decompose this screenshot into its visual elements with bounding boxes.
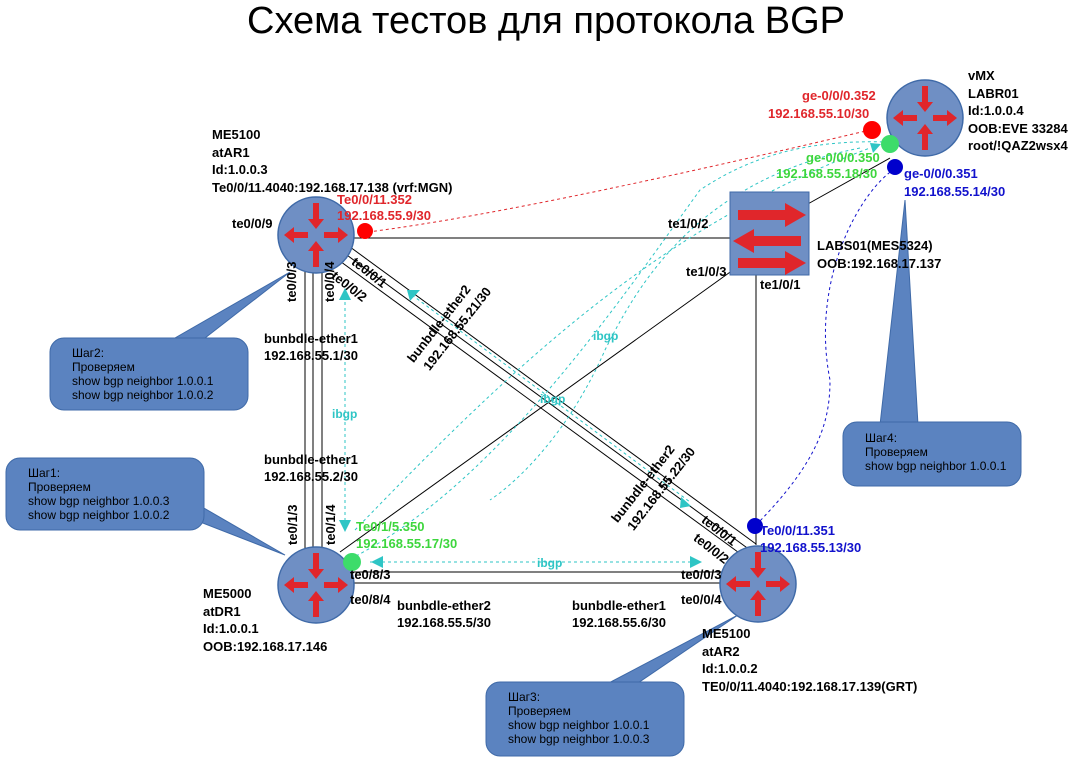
callout-step4 [842, 199, 1022, 487]
port-label: te0/0/4 [681, 592, 722, 607]
callout-step2-text: Шаг2: Проверяем show bgp neighbor 1.0.0.… [72, 346, 214, 402]
port-label: te1/0/2 [668, 216, 709, 231]
callout-step4-text: Шаг4: Проверяем show bgp neighbor 1.0.0.… [865, 431, 1007, 473]
router-atdr1 [277, 546, 355, 624]
port-label: te1/0/3 [686, 264, 727, 279]
port-label: te1/0/1 [760, 277, 801, 292]
callout-step1-text: Шаг1: Проверяем show bgp neighbor 1.0.0.… [28, 466, 170, 522]
link-label: bunbdle-ether1 [264, 452, 358, 467]
callout-step3 [485, 614, 739, 757]
port-ip-label: 192.168.55.13/30 [760, 540, 862, 555]
device-label-atar1: ME5100 atAR1 Id:1.0.0.3 Te0/0/11.4040:19… [212, 127, 453, 195]
router-arrow-icon [750, 552, 766, 578]
port-dot-vmx-351 [887, 159, 903, 175]
ibgp-arrowheads [339, 143, 881, 568]
routers [277, 79, 964, 624]
device-label-atdr1: ME5000 atDR1 Id:1.0.0.1 OOB:192.168.17.1… [203, 586, 328, 654]
router-arrow-icon [308, 203, 324, 229]
callout-step2 [49, 271, 291, 411]
device-label-switch: LABS01(MES5324) OOB:192.168.17.137 [817, 238, 942, 271]
diagram-title: Схема тестов для протокола BGP [247, 0, 845, 42]
router-arrow-icon [750, 590, 766, 616]
callout-step3-text: Шаг3: Проверяем show bgp neighbor 1.0.0.… [508, 690, 650, 746]
router-labr01 [886, 79, 964, 157]
port-label: te0/0/9 [232, 216, 273, 231]
callout-step1 [5, 457, 286, 556]
port-label: te0/1/4 [323, 504, 338, 545]
port-label: ge-0/0/0.351 [904, 166, 978, 181]
link-ip-label: 192.168.55.2/30 [264, 469, 358, 484]
link-ip-label: 192.168.55.1/30 [264, 348, 358, 363]
router-atar2 [719, 545, 797, 623]
port-ip-label: 192.168.55.10/30 [768, 106, 870, 121]
router-arrow-icon [917, 124, 933, 150]
router-arrow-icon [308, 241, 324, 267]
link-ip-label: 192.168.55.6/30 [572, 615, 666, 630]
port-ip-label: 192.168.55.18/30 [776, 166, 878, 181]
port-label: te0/8/3 [350, 567, 391, 582]
port-label: te0/8/4 [350, 592, 391, 607]
router-arrow-icon [308, 591, 324, 617]
port-label: ge-0/0/0.350 [806, 150, 880, 165]
router-arrow-icon [308, 553, 324, 579]
port-ip-label: 192.168.55.14/30 [904, 184, 1006, 199]
port-dot-dr1-350 [343, 553, 361, 571]
port-label: te0/0/3 [681, 567, 722, 582]
ibgp-label: ibgp [537, 556, 563, 570]
port-label: Te0/0/11.352 [337, 192, 412, 207]
ibgp-label: ibgp [332, 407, 358, 421]
port-dot-vmx-352 [863, 121, 881, 139]
port-dot-vmx-350 [881, 135, 899, 153]
port-label: Te0/1/5.350 [356, 519, 425, 534]
router-arrow-icon [284, 227, 308, 243]
switch-labs01 [729, 191, 810, 276]
router-arrow-icon [917, 86, 933, 112]
port-label: ge-0/0/0.352 [802, 88, 876, 103]
port-label: Te0/0/11.351 [760, 523, 835, 538]
ibgp-label: ibgp [593, 329, 619, 343]
router-arrow-icon [893, 110, 917, 126]
link-label: bunbdle-ether2 [397, 598, 491, 613]
device-label-vmx: vMX LABR01 Id:1.0.0.4 OOB:EVE 33284 root… [968, 68, 1068, 153]
ibgp-sessions [344, 147, 871, 563]
link-ip-label: 192.168.55.5/30 [397, 615, 491, 630]
physical-links [304, 157, 891, 584]
port-dot-ar2-351 [747, 518, 763, 534]
link-label: bunbdle-ether1 [572, 598, 666, 613]
link-label: bunbdle-ether1 [264, 331, 358, 346]
port-ip-label: 192.168.55.9/30 [337, 208, 431, 223]
router-arrow-icon [766, 576, 790, 592]
router-arrow-icon [726, 576, 750, 592]
router-arrow-icon [933, 110, 957, 126]
port-label: te0/0/3 [284, 261, 299, 302]
router-arrow-icon [284, 577, 308, 593]
port-label: te0/1/3 [285, 504, 300, 545]
router-arrow-icon [324, 227, 348, 243]
port-ip-label: 192.168.55.17/30 [356, 536, 458, 551]
port-dot-ar1-352 [357, 223, 373, 239]
ibgp-label: ibgp [540, 392, 566, 406]
router-atar1 [277, 196, 355, 274]
router-arrow-icon [324, 577, 348, 593]
device-label-atar2: ME5100 atAR2 Id:1.0.0.2 TE0/0/11.4040:19… [702, 626, 918, 694]
